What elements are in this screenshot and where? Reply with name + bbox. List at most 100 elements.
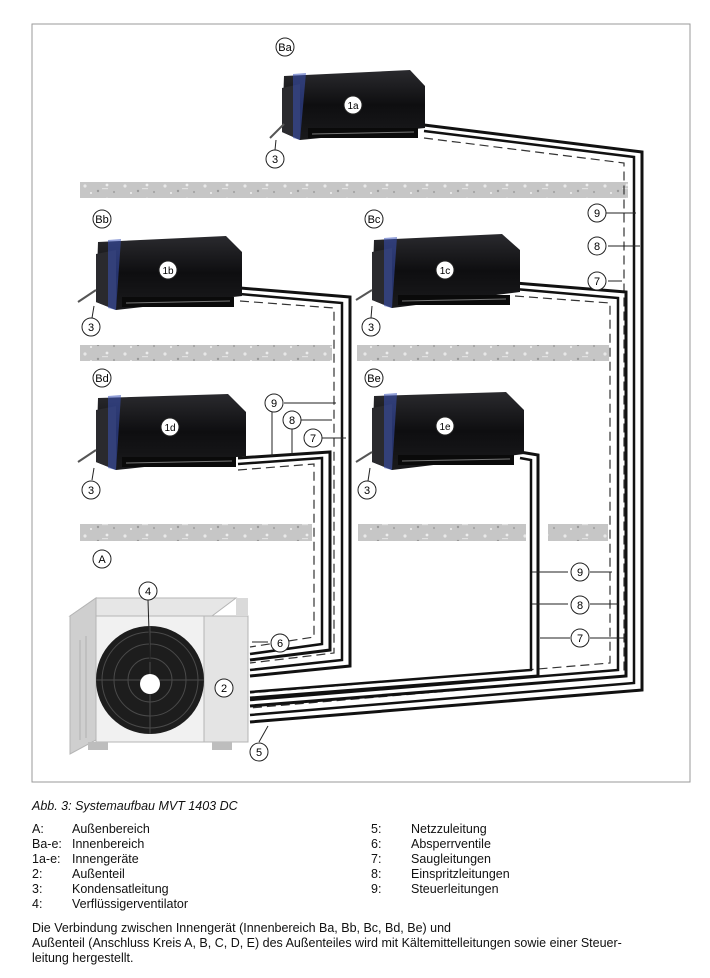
legend-text: Steuerleitungen [411,882,499,897]
legend-text: Außenbereich [72,822,150,837]
legend-item: 6:Absperrventile [371,837,510,852]
svg-text:2: 2 [221,683,227,695]
svg-text:4: 4 [145,586,151,598]
svg-text:7: 7 [577,633,583,645]
marker-injection-right: 8 [588,237,606,255]
legend-text: Innenbereich [72,837,144,852]
marker-suction-lower: 7 [571,629,589,647]
legend-key: 8: [371,867,411,882]
svg-text:Bb: Bb [95,214,108,226]
legend-key: 7: [371,852,411,867]
marker-drain-1e: 3 [358,481,376,499]
svg-text:9: 9 [594,208,600,220]
svg-text:Ba: Ba [278,42,292,54]
svg-text:7: 7 [310,433,316,445]
legend-key: 5: [371,822,411,837]
legend-key: 1a-e: [32,852,72,867]
svg-text:8: 8 [594,241,600,253]
legend-text: Verflüssigerventilator [72,897,188,912]
legend-item: 2:Außenteil [32,867,188,882]
svg-text:3: 3 [368,322,374,334]
zone-label-bc: Bc [365,210,383,228]
legend-key: A: [32,822,72,837]
zone-label-ba: Ba [276,38,294,56]
unit-label-1a: 1a [344,96,362,114]
description-line: Die Verbindung zwischen Innengerät (Inne… [32,921,692,936]
marker-suction-right: 7 [588,272,606,290]
legend-text: Innengeräte [72,852,139,867]
legend-text: Netzzuleitung [411,822,487,837]
svg-text:Bd: Bd [95,373,108,385]
svg-text:3: 3 [88,485,94,497]
marker-power: 5 [250,743,268,761]
description-line: leitung hergestellt. [32,951,692,966]
system-diagram: Ba Bb Bc Bd Be A 1a 1b 1c 1d 1e [0,0,710,795]
svg-text:3: 3 [364,485,370,497]
marker-outdoor-unit: 2 [215,679,233,697]
unit-label-1c: 1c [436,261,454,279]
marker-control-right: 9 [588,204,606,222]
svg-text:3: 3 [88,322,94,334]
legend-text: Einspritzleitungen [411,867,510,882]
legend-key: 9: [371,882,411,897]
marker-drain-1c: 3 [362,318,380,336]
legend-key: Ba-e: [32,837,72,852]
legend-key: 2: [32,867,72,882]
svg-text:1b: 1b [162,266,174,277]
marker-drain-1b: 3 [82,318,100,336]
marker-injection-lower: 8 [571,596,589,614]
marker-fan: 4 [139,582,157,600]
marker-injection-middle: 8 [283,411,301,429]
zone-label-be: Be [365,369,383,387]
marker-drain-1d: 3 [82,481,100,499]
legend-item: Ba-e:Innenbereich [32,837,188,852]
svg-text:1e: 1e [439,422,451,433]
marker-drain-1a: 3 [266,150,284,168]
outdoor-unit [70,598,248,754]
svg-text:9: 9 [271,398,277,410]
legend-text: Kondensatleitung [72,882,169,897]
svg-text:1a: 1a [347,101,359,112]
svg-text:9: 9 [577,567,583,579]
legend-item: 9:Steuerleitungen [371,882,510,897]
figure-caption: Abb. 3: Systemaufbau MVT 1403 DC [32,799,238,813]
legend-key: 3: [32,882,72,897]
legend-item: A:Außenbereich [32,822,188,837]
svg-text:6: 6 [277,638,283,650]
svg-text:1d: 1d [164,423,175,434]
legend-item: 8:Einspritzleitungen [371,867,510,882]
legend-text: Saugleitungen [411,852,491,867]
unit-label-1e: 1e [436,417,454,435]
svg-text:8: 8 [289,415,295,427]
legend-text: Absperrventile [411,837,491,852]
legend-left: A:Außenbereich Ba-e:Innenbereich 1a-e:In… [32,822,188,912]
marker-control-lower: 9 [571,563,589,581]
svg-text:Be: Be [367,373,380,385]
legend-item: 5:Netzzuleitung [371,822,510,837]
unit-label-1d: 1d [161,418,179,436]
svg-text:Bc: Bc [368,214,381,226]
legend-item: 4:Verflüssigerventilator [32,897,188,912]
legend-item: 7:Saugleitungen [371,852,510,867]
legend-key: 4: [32,897,72,912]
description-paragraph: Die Verbindung zwischen Innengerät (Inne… [32,921,692,966]
zone-label-bd: Bd [93,369,111,387]
description-line: Außenteil (Anschluss Kreis A, B, C, D, E… [32,936,692,951]
svg-text:A: A [98,554,106,566]
legend-key: 6: [371,837,411,852]
legend-item: 3:Kondensatleitung [32,882,188,897]
legend-right: 5:Netzzuleitung 6:Absperrventile 7:Saugl… [371,822,510,897]
legend-text: Außenteil [72,867,125,882]
svg-text:3: 3 [272,154,278,166]
zone-label-bb: Bb [93,210,111,228]
svg-text:7: 7 [594,276,600,288]
svg-text:1c: 1c [440,266,451,277]
zone-label-a: A [93,550,111,568]
unit-label-1b: 1b [159,261,177,279]
svg-text:8: 8 [577,600,583,612]
marker-valves: 6 [271,634,289,652]
svg-text:5: 5 [256,747,262,759]
marker-control-middle: 9 [265,394,283,412]
legend-item: 1a-e:Innengeräte [32,852,188,867]
marker-suction-middle: 7 [304,429,322,447]
